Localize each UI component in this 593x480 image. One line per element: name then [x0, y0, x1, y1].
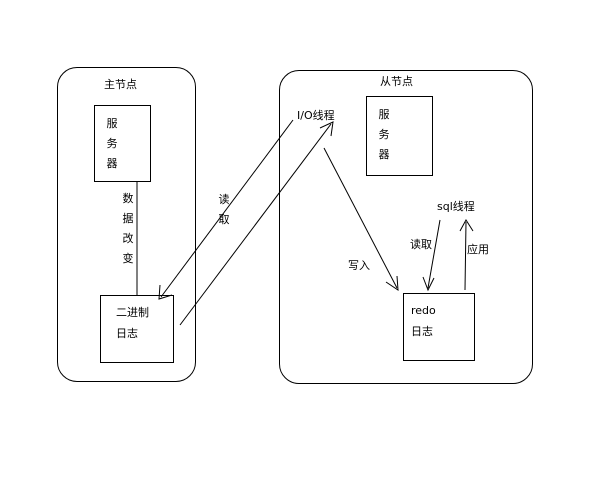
redo-log-box — [403, 293, 475, 361]
io-read-label: 读 取 — [217, 193, 231, 233]
slave-server-char: 服 — [378, 108, 390, 121]
slave-server-box — [366, 96, 433, 176]
data-change-char: 改 — [122, 232, 134, 245]
sql-thread-label: sql线程 — [437, 200, 475, 213]
binlog-box — [100, 295, 174, 363]
sql-read-arrowhead — [422, 276, 435, 292]
sql-read-label: 读取 — [410, 238, 432, 251]
io-thread-label: I/O线程 — [297, 109, 335, 122]
io-to-binlog-arrow — [160, 119, 294, 298]
redo-log-label-line1: redo — [411, 304, 436, 317]
data-change-char: 数 — [122, 192, 134, 205]
master-node-title: 主节点 — [104, 78, 137, 91]
data-change-char: 据 — [122, 212, 134, 225]
master-node-panel — [57, 67, 196, 382]
apply-arrowhead — [459, 219, 474, 232]
io-to-binlog-arrowhead — [158, 284, 173, 300]
redo-log-label-line2: 日志 — [411, 325, 433, 338]
data-change-label: 数 据 改 变 — [121, 192, 135, 272]
apply-label: 应用 — [467, 243, 489, 256]
io-read-char: 读 — [218, 193, 230, 206]
binlog-to-io-arrowhead — [319, 121, 334, 137]
master-server-box — [94, 105, 151, 182]
io-write-arrowhead — [385, 275, 399, 291]
data-change-char: 变 — [122, 252, 134, 265]
master-server-label: 服 务 器 — [105, 117, 119, 177]
master-server-char: 务 — [106, 137, 118, 150]
slave-server-label: 服 务 器 — [377, 108, 391, 168]
binlog-to-io-arrow — [179, 123, 332, 326]
slave-server-char: 器 — [378, 148, 390, 161]
io-write-arrow — [323, 147, 398, 289]
slave-node-panel — [279, 70, 533, 384]
binlog-label-line1: 二进制 — [116, 306, 149, 319]
sql-read-arrow — [427, 219, 441, 289]
apply-arrow — [464, 221, 467, 291]
master-server-char: 服 — [106, 117, 118, 130]
slave-node-title: 从节点 — [380, 75, 413, 88]
master-server-char: 器 — [106, 157, 118, 170]
binlog-label-line2: 日志 — [116, 327, 138, 340]
write-label: 写入 — [348, 259, 370, 272]
io-read-char: 取 — [218, 213, 230, 226]
slave-server-char: 务 — [378, 128, 390, 141]
